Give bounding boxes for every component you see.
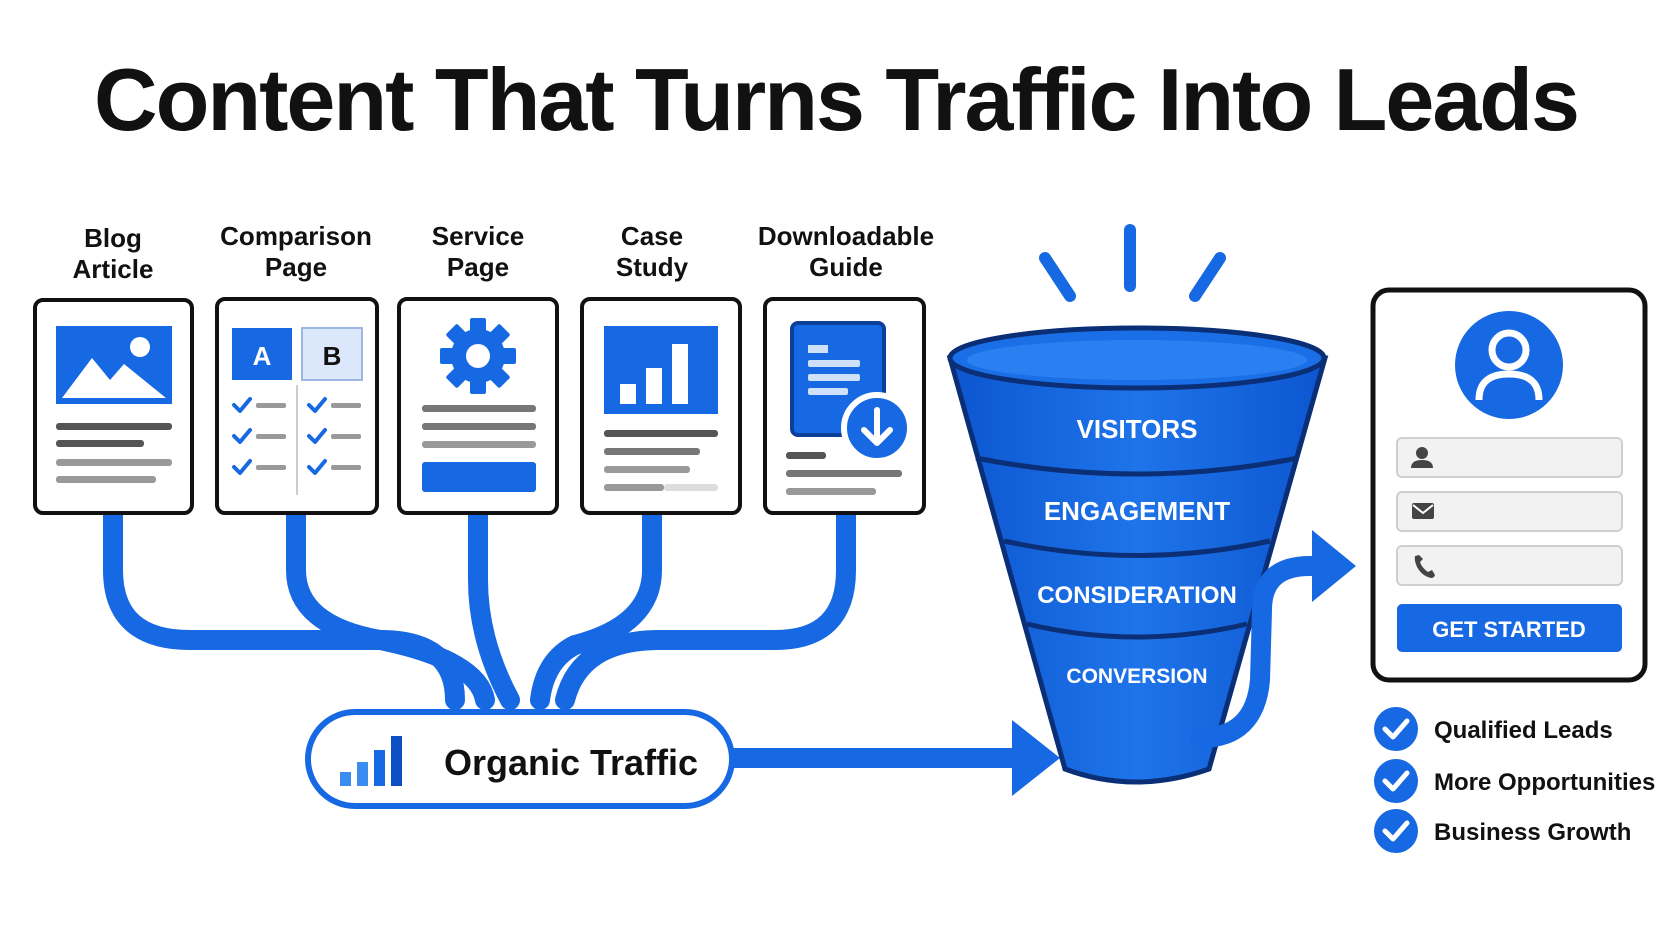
card-label-line2: Page	[447, 252, 509, 282]
card-label-line1: Blog	[84, 223, 142, 253]
card-label-line2: Article	[73, 254, 154, 284]
page-title: Content That Turns Traffic Into Leads	[94, 50, 1578, 149]
document-download-icon	[790, 321, 913, 464]
funnel-stage-conversion: CONVERSION	[1066, 665, 1207, 688]
checkmark-icon	[232, 397, 327, 475]
flow-connectors	[103, 505, 856, 710]
option-a-label: A	[253, 341, 272, 371]
card-label-line1: Comparison	[220, 221, 372, 251]
checkmark-icon	[1382, 770, 1410, 792]
lead-form: GET STARTED	[1370, 287, 1648, 683]
funnel-stage-consideration: CONSIDERATION	[1037, 582, 1237, 609]
traffic-label: Organic Traffic	[444, 742, 698, 783]
bar-chart-icon	[340, 736, 402, 786]
bar-chart-icon	[604, 326, 718, 414]
outcome-label: More Opportunities	[1434, 769, 1655, 796]
card-case-study: Case Study	[580, 221, 742, 515]
funnel: VISITORS ENGAGEMENT CONSIDERATION CONVER…	[946, 325, 1329, 785]
card-label-line2: Page	[265, 252, 327, 282]
connector-blog	[103, 505, 465, 710]
funnel-stage-engagement: ENGAGEMENT	[1044, 496, 1230, 526]
content-cards: Blog Article Comparison Page A B	[33, 221, 934, 515]
card-label-line1: Case	[621, 221, 683, 251]
get-started-button[interactable]: GET STARTED	[1397, 604, 1622, 652]
connector-case-study	[530, 505, 662, 710]
outcome-label: Qualified Leads	[1434, 717, 1613, 744]
card-blog-article: Blog Article	[33, 223, 194, 515]
outcome-item: Qualified Leads	[1374, 707, 1613, 751]
outcome-item: Business Growth	[1374, 809, 1631, 853]
connector-service	[468, 505, 520, 710]
card-service-page: Service Page	[397, 221, 559, 515]
arrow-to-form	[1190, 530, 1356, 748]
checkmark-icon	[1382, 718, 1410, 740]
phone-field[interactable]	[1396, 545, 1623, 586]
name-field[interactable]	[1396, 437, 1623, 478]
mail-icon	[1412, 503, 1434, 519]
person-icon	[1411, 447, 1433, 468]
card-comparison-page: Comparison Page A B	[215, 221, 379, 515]
organic-traffic: Organic Traffic	[305, 709, 735, 809]
funnel-stage-visitors: VISITORS	[1077, 414, 1198, 444]
card-downloadable-guide: Downloadable Guide	[758, 221, 934, 515]
user-icon	[1455, 311, 1563, 419]
gear-icon	[440, 318, 516, 394]
arrow-to-funnel	[732, 720, 1060, 796]
card-label-line2: Guide	[809, 252, 883, 282]
card-label-line1: Downloadable	[758, 221, 934, 251]
card-label-line1: Service	[432, 221, 525, 251]
outcome-item: More Opportunities	[1374, 759, 1655, 803]
outcomes-list: Qualified Leads More Opportunities Busin…	[1374, 707, 1655, 853]
card-label-line2: Study	[616, 252, 689, 282]
connector-comparison	[286, 505, 495, 710]
outcome-label: Business Growth	[1434, 819, 1631, 846]
option-b-label: B	[323, 341, 342, 371]
email-field[interactable]	[1396, 491, 1623, 532]
get-started-label: GET STARTED	[1432, 617, 1586, 642]
burst-lines	[1039, 224, 1226, 302]
checkmark-icon	[1382, 820, 1410, 842]
connector-guide	[555, 505, 856, 710]
phone-icon	[1414, 555, 1435, 578]
image-icon	[56, 326, 172, 404]
